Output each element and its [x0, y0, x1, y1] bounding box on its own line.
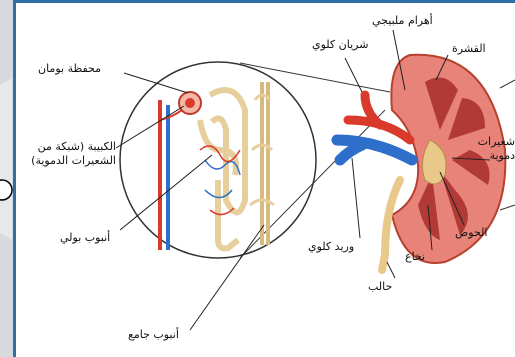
renal-vein-shape [337, 140, 412, 160]
glomerulus-shape [185, 98, 195, 108]
label-capillaries: شعيرات دموية [478, 135, 515, 163]
label-medulla: نخاع [405, 250, 425, 264]
background-shape [0, 78, 12, 240]
label-bowman-capsule: محفظة بومان [38, 62, 101, 76]
label-ureter: حالب [368, 280, 392, 294]
label-pyramids: أهرام ملبيجي [372, 14, 433, 28]
label-pelvis: الحوض [455, 226, 488, 240]
right-connector-bottom [500, 205, 515, 210]
label-cortex: القشرة [452, 42, 486, 56]
label-collecting-duct: أنبوب جامع [128, 328, 179, 342]
label-tubule: أنبوب بولي [60, 231, 110, 245]
label-glomerulus: الكبيبة (شبكة من الشعيرات الدموية) [18, 140, 116, 168]
label-renal-vein: وريد كلوي [308, 240, 354, 254]
label-renal-artery: شريان كلوي [312, 38, 368, 52]
right-connector-top [500, 80, 515, 88]
